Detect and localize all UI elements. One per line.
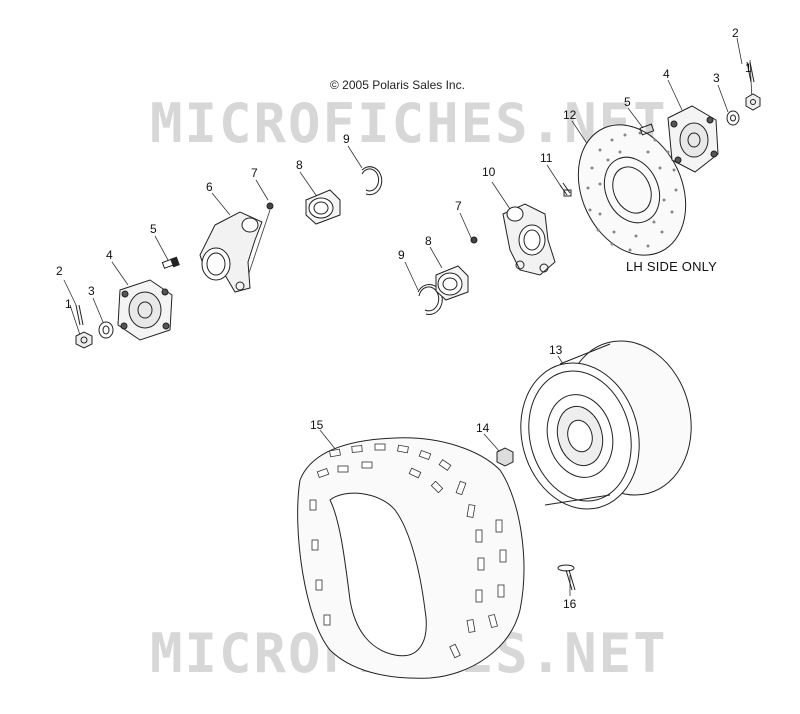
callout-14: 14 [476,421,490,435]
bolt-11 [559,182,572,197]
callout-4-left: 4 [106,248,113,262]
grease-fitting-right [470,236,478,244]
leader-lines [63,37,753,596]
nut-left [75,331,93,349]
callout-7-right: 7 [455,199,462,213]
callout-15: 15 [310,418,324,432]
callout-12: 12 [563,108,577,122]
watermark-top: MICROFICHES.NET [150,92,668,155]
callout-1-left: 1 [65,297,72,311]
bearing-right [435,265,469,301]
callout-2-right: 2 [732,26,739,40]
brake-disc [577,124,687,256]
copyright-text: © 2005 Polaris Sales Inc. [330,78,465,92]
tire [297,437,525,679]
callout-16: 16 [563,597,577,611]
callout-2-left: 2 [56,264,63,278]
callout-13: 13 [549,343,563,357]
stud-right [639,123,655,136]
callout-4-right: 4 [663,67,670,81]
callout-3-right: 3 [713,71,720,85]
washer-left [98,321,114,339]
lh-side-only-note: LH SIDE ONLY [626,259,718,274]
washer-right [726,110,740,126]
callout-8-left: 8 [296,158,303,172]
cotter-pin-right [746,61,755,83]
grease-fitting-left [266,202,274,210]
callout-3-left: 3 [88,284,95,298]
nut-right [745,93,761,111]
callout-5-left: 5 [150,222,157,236]
callout-7-left: 7 [251,166,258,180]
callout-6: 6 [206,180,213,194]
knuckle-right [502,203,556,276]
wheel-rim [520,340,692,510]
callout-8-right: 8 [425,234,432,248]
callout-9-left: 9 [343,132,350,146]
valve-stem [557,564,576,591]
knuckle-left [199,211,263,293]
stud-left [161,256,180,269]
callout-10: 10 [482,165,496,179]
callout-11: 11 [540,151,553,165]
callout-1-right: 1 [745,61,752,75]
cotter-pin-left [75,304,84,326]
hub-right [667,105,719,173]
callout-9-right: 9 [398,248,405,262]
lug-nut [496,447,514,467]
callout-5-right: 5 [624,95,631,109]
snap-ring-left [361,166,383,196]
bearing-left [305,189,341,225]
hub-left [117,279,173,341]
